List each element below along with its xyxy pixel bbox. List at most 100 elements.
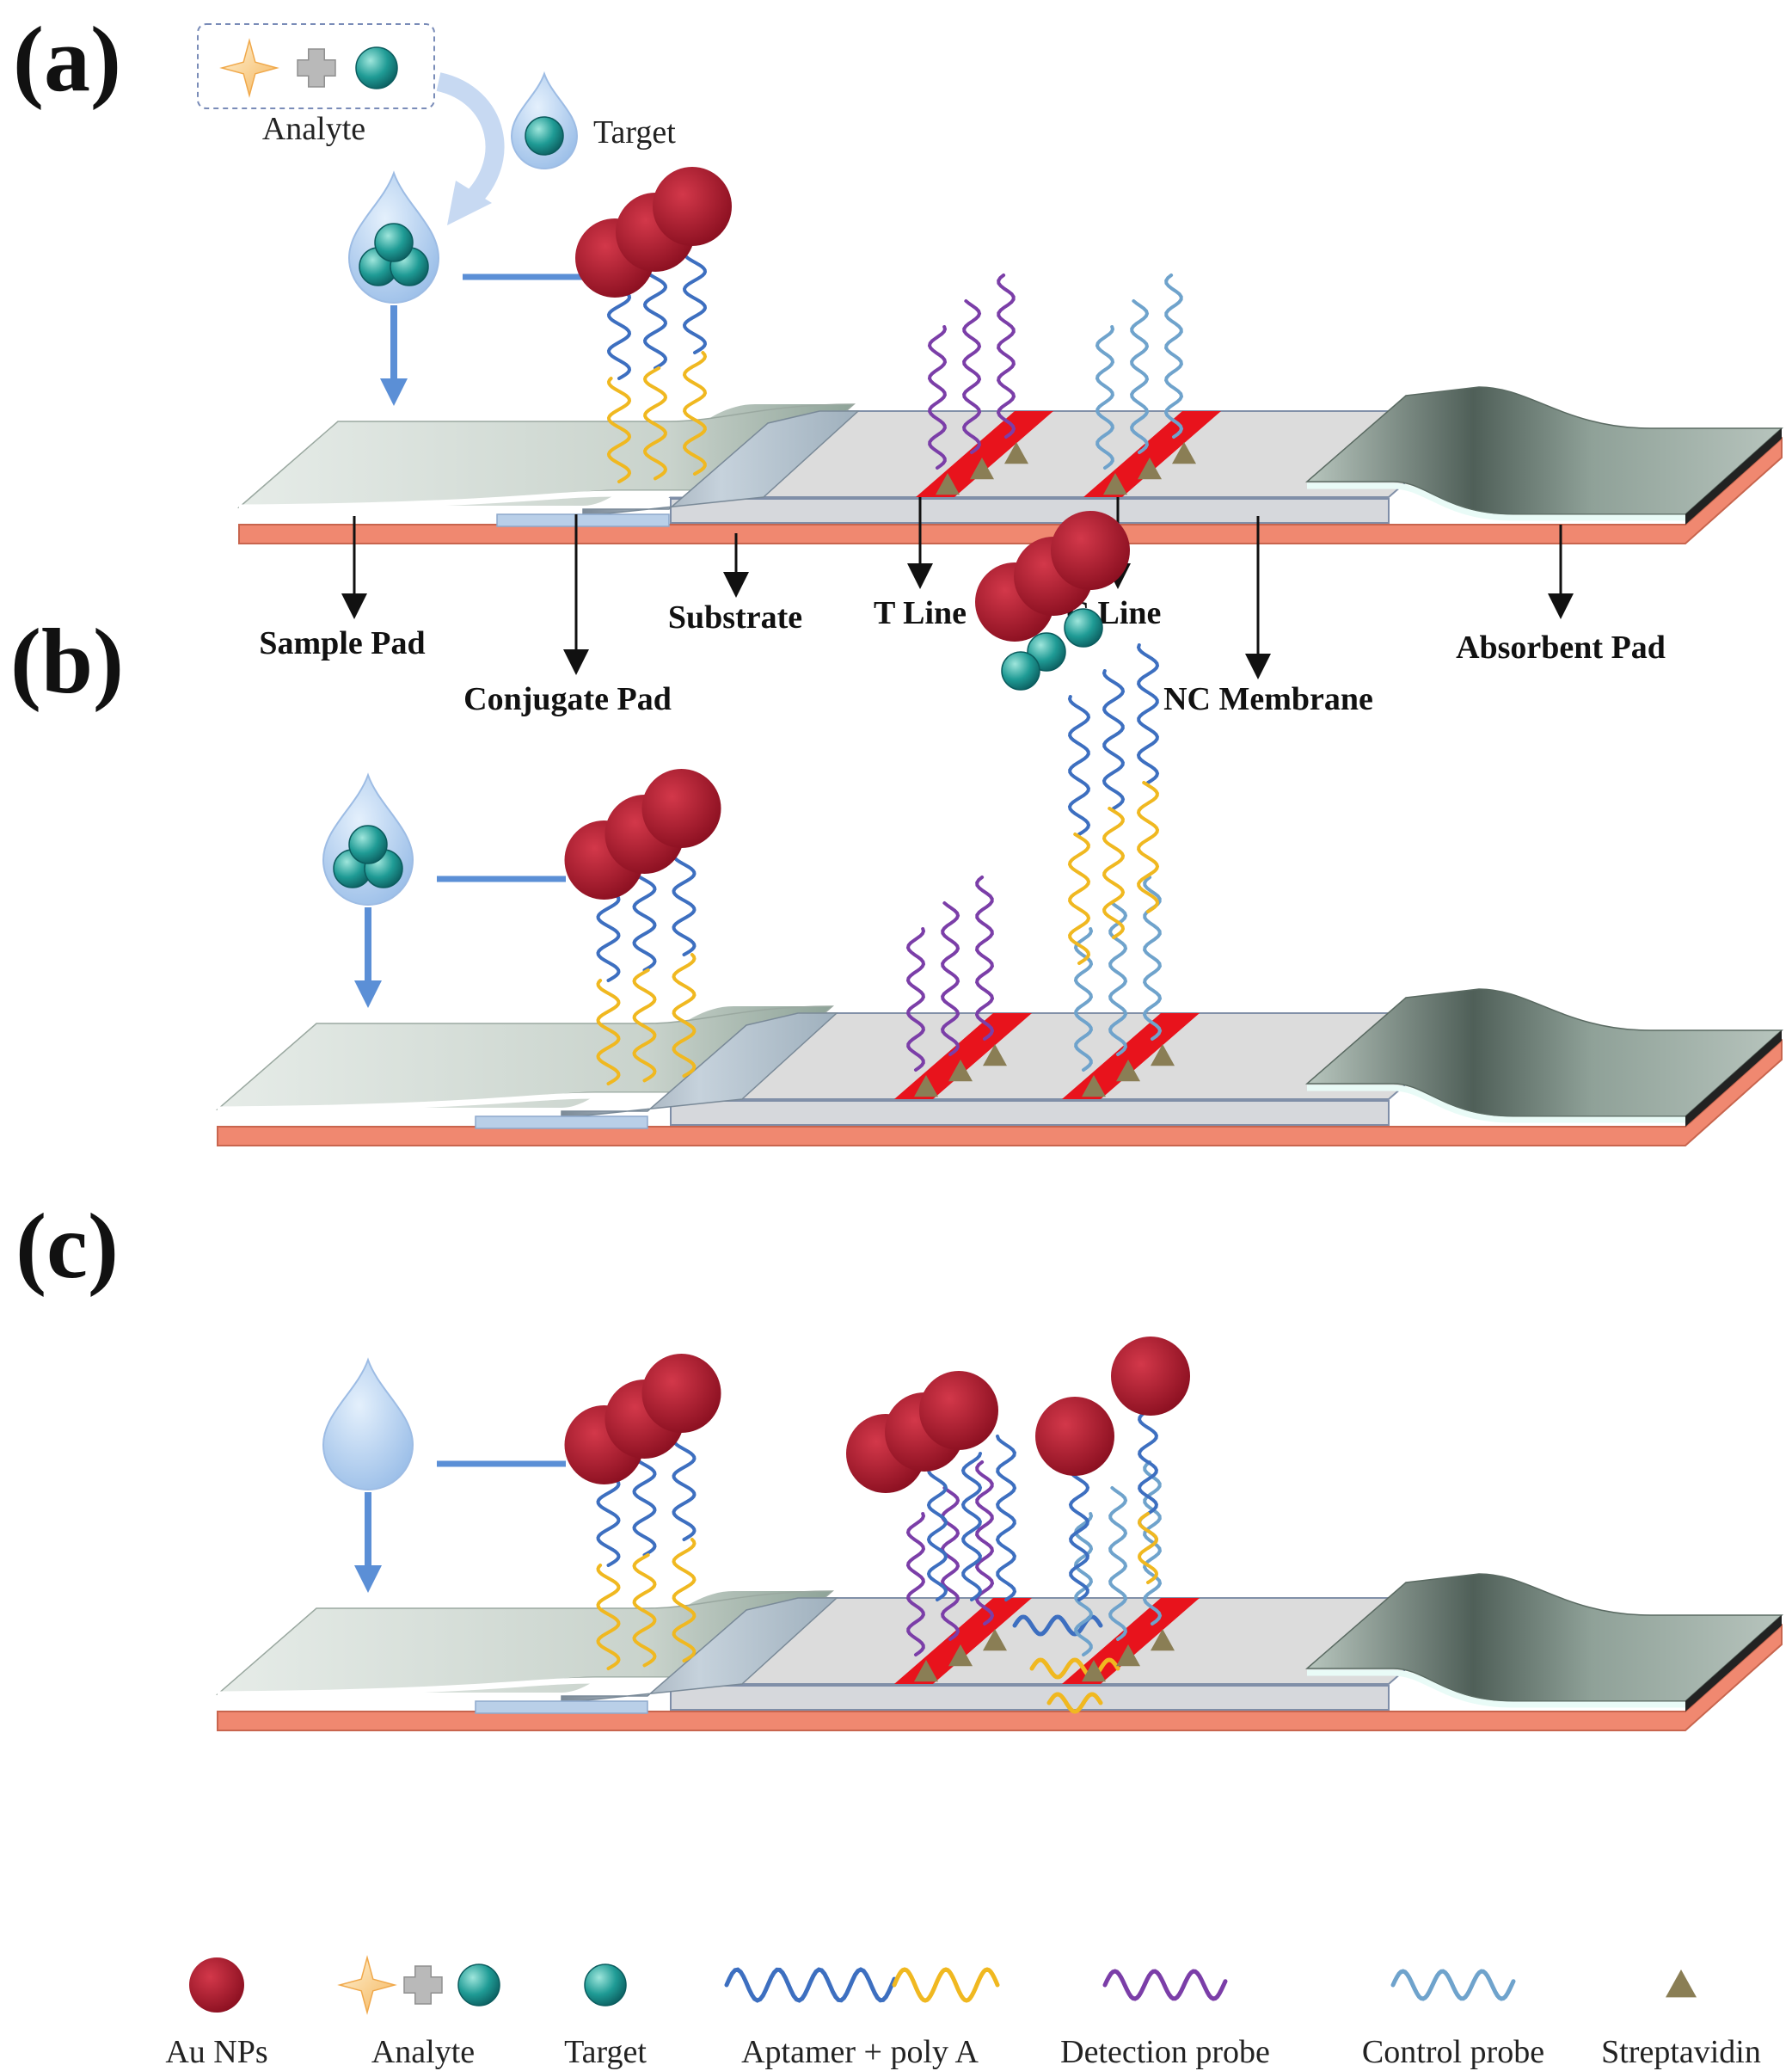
streptavidin bbox=[983, 1629, 1007, 1651]
control-wave bbox=[1390, 1969, 1516, 2001]
gold-nanoparticle-icon bbox=[189, 1957, 244, 2013]
detection-probe bbox=[905, 876, 1007, 1097]
poly-a-tail bbox=[632, 1553, 657, 1668]
control-probe-strand bbox=[1073, 1512, 1094, 1656]
aptamer-strand bbox=[995, 1435, 1017, 1601]
gold-nanoparticle bbox=[189, 1957, 244, 2013]
panel-label: (c) bbox=[15, 1195, 119, 1298]
conjugate-aunp-complex bbox=[564, 1354, 721, 1670]
control-probe-strand bbox=[1130, 299, 1150, 454]
analyte-star bbox=[337, 1955, 397, 2015]
target-molecule bbox=[348, 825, 388, 864]
streptavidin bbox=[1116, 1644, 1140, 1667]
aptamer-strand bbox=[672, 1435, 697, 1541]
detection-probe-strand bbox=[941, 901, 960, 1056]
detection-wave bbox=[1102, 1969, 1228, 2001]
conjugate-pad bbox=[582, 410, 860, 517]
t-line-captured-complex bbox=[846, 1371, 1120, 1714]
aptamer-strand bbox=[1136, 643, 1160, 784]
substrate-label: Substrate bbox=[668, 599, 802, 636]
analyte-mixture-icon bbox=[337, 1955, 500, 2015]
conjugate-pad-label: Conjugate Pad bbox=[463, 681, 672, 717]
absorbent-pad-edge bbox=[1307, 1669, 1685, 1708]
panel-c: (c) bbox=[15, 1195, 1783, 1731]
poly-a-tail bbox=[1138, 1512, 1158, 1584]
aptamer-polya-icon bbox=[724, 1967, 1000, 2003]
streptavidin bbox=[948, 1060, 973, 1082]
c-line-band bbox=[1062, 1598, 1200, 1684]
absorbent-pad-dark-edge bbox=[1685, 1615, 1782, 1711]
absorbent-pad-dark-edge bbox=[1685, 1030, 1782, 1127]
released-poly-a bbox=[1046, 1692, 1103, 1714]
streptavidin bbox=[1151, 1044, 1175, 1066]
sample-pad-edge bbox=[238, 490, 755, 511]
legend-label-target: Target bbox=[564, 2034, 647, 2070]
detection-probe-strand bbox=[941, 1486, 960, 1641]
c-line-band bbox=[1062, 1013, 1200, 1099]
aptamer-strand bbox=[1067, 695, 1091, 836]
t-line-band bbox=[894, 1013, 1032, 1099]
target-molecule bbox=[1001, 651, 1040, 691]
poly-a-tail bbox=[682, 351, 708, 476]
detection-probe-strand bbox=[974, 876, 995, 1041]
poly-a-tail bbox=[606, 377, 632, 483]
aptamer-strand bbox=[1068, 1452, 1090, 1601]
conjugate-pad-side bbox=[475, 1115, 648, 1129]
control-probe-strand bbox=[1095, 325, 1115, 470]
poly-a-tail bbox=[1102, 807, 1126, 939]
aptamer-strand bbox=[632, 865, 657, 972]
legend-label-strep: Streptavidin bbox=[1601, 2034, 1761, 2070]
poly-a-tail bbox=[642, 366, 668, 481]
aptamer-strand bbox=[672, 850, 697, 956]
control-probe bbox=[1095, 273, 1196, 495]
gold-nanoparticle bbox=[653, 167, 732, 246]
target-molecule bbox=[525, 116, 564, 156]
legend-item-strep: Streptavidin bbox=[1601, 1970, 1761, 2070]
streptavidin bbox=[970, 458, 994, 480]
gold-nanoparticle bbox=[1051, 511, 1130, 590]
streptavidin bbox=[1151, 1629, 1175, 1651]
detection-probe-strand bbox=[996, 273, 1016, 439]
streptavidin bbox=[983, 1044, 1007, 1066]
detection-probe-strand bbox=[905, 927, 926, 1072]
conjugate-pad-side bbox=[496, 513, 670, 527]
legend-item-aptamer: Aptamer + poly A bbox=[724, 1967, 1000, 2070]
control-probe-strand bbox=[1108, 901, 1128, 1056]
test-strip bbox=[236, 386, 1783, 544]
streptavidin bbox=[1116, 1060, 1140, 1082]
absorbent-pad-dark-edge bbox=[1685, 428, 1782, 525]
gold-nanoparticle bbox=[641, 769, 721, 848]
streptavidin bbox=[914, 1075, 938, 1097]
mixing-arrow bbox=[436, 72, 505, 214]
gold-nanoparticle bbox=[641, 1354, 721, 1433]
conjugate-aunp-complex bbox=[575, 167, 732, 483]
target-molecule bbox=[355, 46, 398, 89]
conjugate-aunp-complex bbox=[564, 769, 721, 1085]
c-line-captured-complex bbox=[975, 511, 1175, 1097]
poly-a-tail bbox=[672, 953, 697, 1078]
streptavidin bbox=[914, 1660, 938, 1682]
target-molecule bbox=[1064, 608, 1103, 648]
detection-probe-strand bbox=[927, 325, 948, 470]
streptavidin-icon bbox=[1666, 1970, 1697, 1998]
gold-nanoparticle bbox=[919, 1371, 998, 1450]
analyte-label: Analyte bbox=[262, 111, 365, 147]
poly-a-tail bbox=[596, 979, 621, 1085]
gold-nanoparticle bbox=[1035, 1397, 1114, 1476]
t-line-label: T Line bbox=[874, 595, 967, 631]
target-molecule bbox=[457, 1963, 500, 2006]
aptamer-strand bbox=[682, 248, 708, 354]
legend-item-target: Target bbox=[564, 1963, 647, 2070]
substrate bbox=[670, 1100, 1390, 1126]
target-molecule bbox=[374, 223, 414, 262]
streptavidin bbox=[1666, 1970, 1697, 1998]
sample-pad-edge bbox=[217, 1092, 733, 1113]
absorbent-pad-label: Absorbent Pad bbox=[1456, 630, 1666, 666]
flow-arrow-head bbox=[354, 980, 382, 1008]
panel-label: (b) bbox=[10, 611, 124, 713]
sample-pad-label: Sample Pad bbox=[259, 625, 425, 661]
detection-probe-strand bbox=[962, 299, 982, 454]
